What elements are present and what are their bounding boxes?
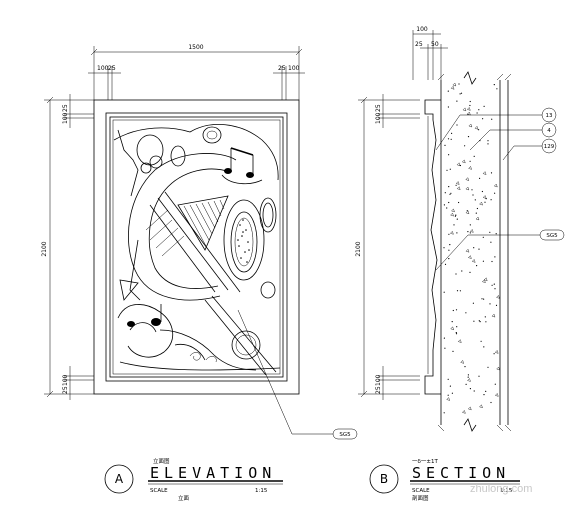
elevation-callout-sg5: SG5 (237, 309, 358, 440)
elevation-callout-label: SG5 (339, 432, 351, 438)
section-callouts: 13 4 129 SG5 (435, 107, 565, 271)
section-bottom-side-dim-1: 100 (375, 374, 382, 386)
elevation-scale-value: 1:15 (255, 488, 268, 494)
section-label-cn: 一δ一±1T (412, 459, 438, 465)
elevation-bottom-side-dim-2: 25 (62, 386, 69, 394)
section-view: 100 25 50 2100 25 100 100 25 (355, 26, 565, 502)
section-top-side-dim-2: 100 (375, 112, 382, 124)
section-scale-value: 1:15 (500, 488, 513, 494)
section-top-dimensions: 100 25 50 (412, 26, 448, 80)
elevation-scale-label: SCALE (150, 488, 168, 494)
elevation-view: 1500 100 25 25 100 2100 (41, 44, 358, 502)
section-callout-sg5: SG5 (546, 233, 558, 239)
elevation-relief-artwork (113, 124, 281, 376)
section-height-value: 2100 (355, 241, 362, 256)
horn-stipple (237, 219, 250, 263)
elevation-label-letter: A (115, 472, 124, 486)
elevation-sub-cn: 立面 (178, 494, 190, 502)
section-top-dim-1: 100 (416, 26, 428, 33)
elevation-height-value: 2100 (41, 241, 48, 256)
elevation-height-dimension: 2100 25 100 100 25 (41, 94, 94, 400)
watermark: zhulong.com (470, 483, 532, 495)
section-callout-13: 13 (546, 113, 553, 119)
section-scale-label: SCALE (412, 488, 430, 494)
section-bottom-side-dim-2: 25 (375, 386, 382, 394)
elevation-title: ELEVATION (150, 464, 276, 482)
elevation-title-block: A 立面图 ELEVATION SCALE 1:15 立面 (104, 457, 283, 502)
music-notes (221, 147, 263, 185)
section-callout-4: 4 (547, 128, 551, 134)
elevation-width-dimension: 1500 (90, 44, 303, 100)
section-wall (424, 71, 512, 432)
section-callout-129: 129 (544, 144, 555, 150)
elevation-left-dim-2: 25 (108, 65, 116, 72)
elevation-right-dim-2: 100 (288, 65, 300, 72)
section-top-dim-3: 50 (431, 41, 439, 48)
elevation-left-dim-1: 100 (97, 65, 109, 72)
section-top-dim-2: 25 (415, 41, 423, 48)
section-title: SECTION (412, 464, 510, 482)
elevation-top-side-dim-1: 25 (62, 104, 69, 112)
elevation-bottom-side-dim-1: 100 (62, 374, 69, 386)
section-top-side-dim-1: 25 (375, 104, 382, 112)
elevation-width-value: 1500 (188, 44, 203, 51)
section-label-letter: B (380, 472, 388, 486)
elevation-top-sub-dimensions: 100 25 25 100 (88, 65, 305, 100)
elevation-frame (93, 99, 300, 395)
section-sub-cn: 剖面图 (412, 494, 429, 502)
section-height-dimension: 2100 25 100 100 25 (355, 94, 420, 400)
concrete-hatch (443, 82, 501, 414)
elevation-label-cn: 立面图 (153, 457, 170, 465)
section-title-block: B 一δ一±1T SECTION SCALE 1:15 剖面图 (369, 459, 520, 502)
elevation-right-dim-1: 25 (278, 65, 286, 72)
elevation-top-side-dim-2: 100 (62, 112, 69, 124)
